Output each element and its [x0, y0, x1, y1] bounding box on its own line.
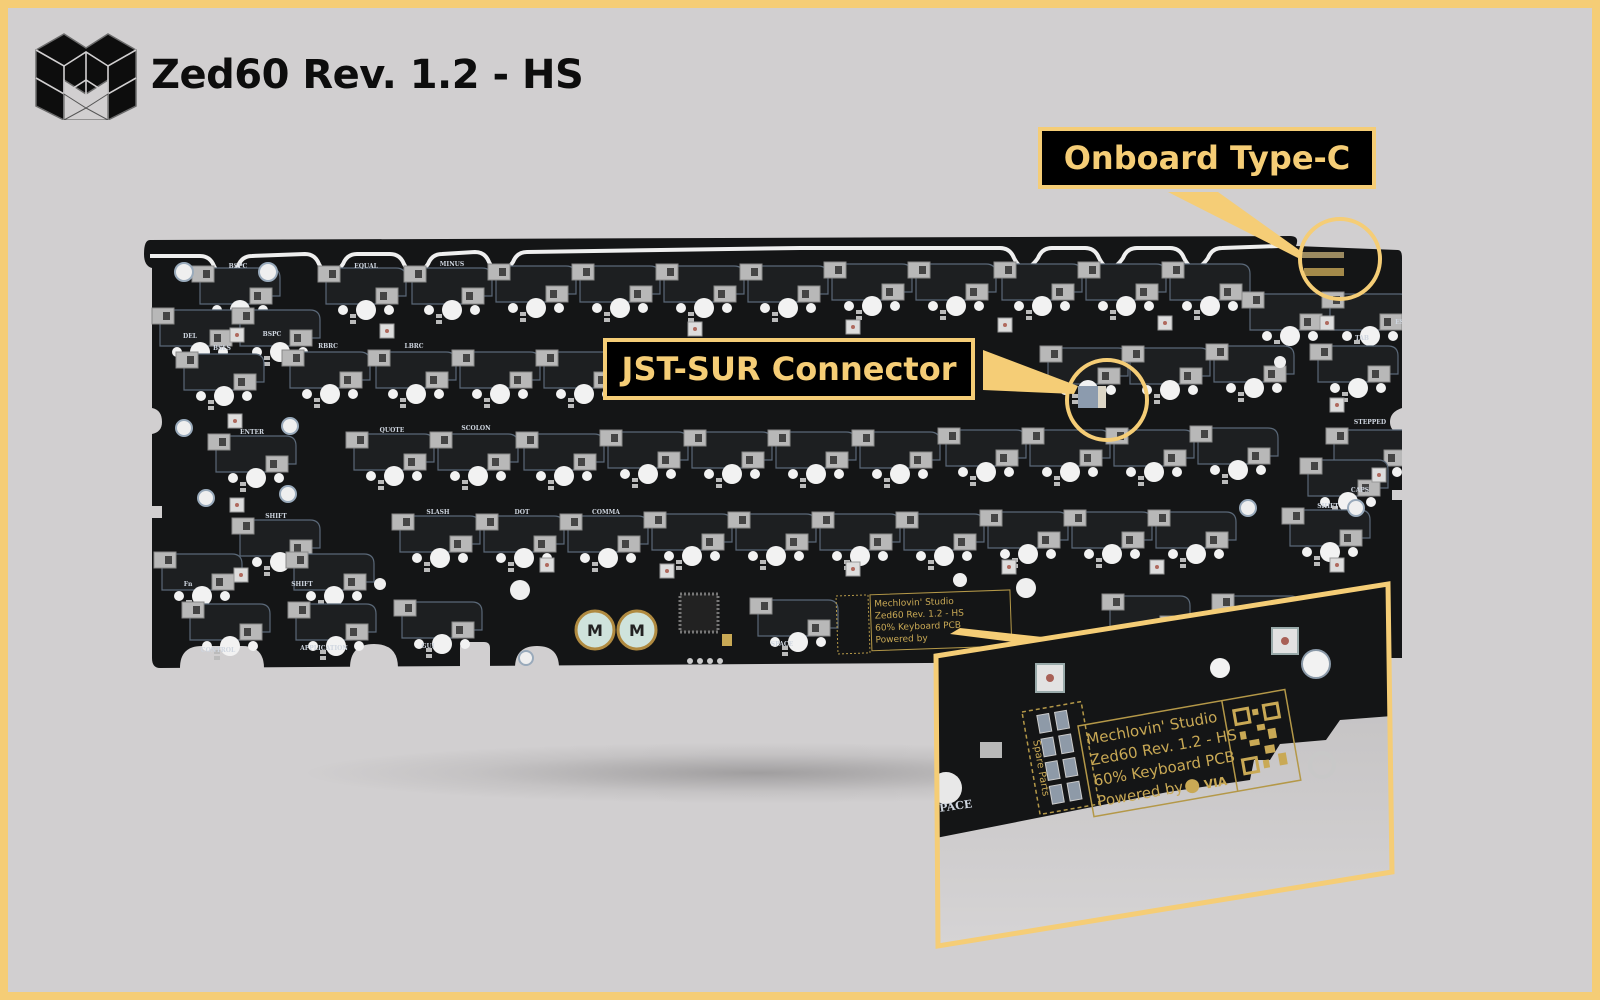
pcb-silk-line3: 60% Keyboard PCB: [875, 621, 961, 634]
svg-text:M: M: [629, 621, 645, 640]
svg-text:RBRC: RBRC: [318, 343, 338, 350]
inset-via-label: VIA: [1203, 774, 1229, 792]
svg-text:SHIFT: SHIFT: [265, 513, 287, 520]
svg-text:BSPC: BSPC: [229, 263, 248, 270]
pcb-silk-line1: Mechlovin' Studio: [874, 597, 954, 610]
svg-text:APPLICATION: APPLICATION: [299, 645, 348, 652]
svg-text:ESC: ESC: [1395, 319, 1402, 326]
mechlovin-logo-icon: [35, 33, 137, 120]
typec-pointer: [1168, 192, 1302, 258]
svg-text:SHIFT: SHIFT: [291, 581, 313, 588]
svg-text:BSPC: BSPC: [263, 331, 282, 338]
svg-text:M: M: [587, 621, 603, 640]
magnified-inset: SPACE Spare Parts Mechlovin' Studio Zed: [931, 581, 1395, 949]
svg-text:COMMA: COMMA: [592, 509, 620, 516]
callout-jst-sur-connector: JST-SUR Connector: [603, 338, 975, 400]
svg-text:TAB: TAB: [1355, 335, 1369, 342]
pcb-silk-line2: Zed60 Rev. 1.2 - HS: [875, 609, 965, 622]
qr-code-icon: [1231, 701, 1288, 776]
svg-text:SLASH: SLASH: [426, 509, 450, 516]
pcb-board: M M BSPC EQUAL MINUS DEL BSPC ESC BSLS RBRC LB…: [144, 236, 1402, 668]
svg-text:LBRC: LBRC: [404, 343, 423, 350]
svg-text:SPACE: SPACE: [771, 641, 794, 648]
svg-text:GUI: GUI: [421, 643, 434, 650]
via-logo-icon: [1185, 779, 1200, 794]
svg-text:STEPPED: STEPPED: [1354, 419, 1386, 426]
callout-onboard-type-c: Onboard Type-C: [1038, 127, 1376, 189]
svg-text:DOT: DOT: [515, 509, 530, 516]
svg-text:BSLS: BSLS: [213, 345, 231, 352]
svg-text:ENTER: ENTER: [240, 429, 265, 436]
svg-text:CONTROL: CONTROL: [201, 647, 236, 654]
svg-text:QUOTE: QUOTE: [380, 427, 405, 434]
svg-text:Fn: Fn: [184, 581, 193, 588]
svg-text:SCOLON: SCOLON: [461, 425, 491, 432]
typec-highlight-circle: [1298, 217, 1382, 301]
svg-text:SHIFT: SHIFT: [1317, 503, 1339, 510]
svg-text:CAPS: CAPS: [1351, 487, 1369, 494]
pcb-silk-line4: Powered by: [875, 634, 928, 646]
page-title: Zed60 Rev. 1.2 - HS: [151, 52, 584, 98]
svg-text:DEL: DEL: [183, 333, 198, 340]
inset-space-label: SPACE: [931, 797, 974, 816]
jst-highlight-circle: [1065, 358, 1149, 442]
svg-text:MINUS: MINUS: [440, 261, 465, 268]
jst-pointer: [983, 350, 1078, 394]
svg-text:EQUAL: EQUAL: [354, 263, 379, 270]
